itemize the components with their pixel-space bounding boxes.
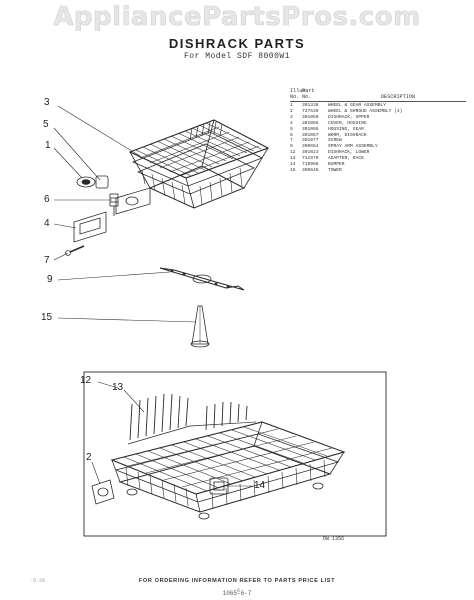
description-cell: BUMPER	[328, 162, 345, 168]
illus-no-cell: 14	[290, 162, 296, 168]
header-part: Part	[302, 88, 315, 94]
parts-table-row: 15 300648 TOWER	[290, 168, 468, 174]
model-subtitle: For Model SDF 8000W1	[183, 52, 290, 61]
upper-dishrack-drawing	[128, 119, 270, 209]
description-cell: SCREW	[328, 138, 342, 144]
callout-14: 14	[254, 480, 266, 491]
callout-3: 3	[44, 97, 50, 108]
parts-table-header-row-1: Illus. Part	[290, 88, 468, 94]
callout-4: 4	[44, 218, 50, 229]
header-description: DESCRIPTION	[380, 94, 416, 100]
parts-table-body: 1 301338 WHEEL & GEAR ASSEMBLY 2 727539 WHEEL…	[290, 103, 468, 174]
illus-no-cell: 4	[290, 120, 293, 126]
rack-tines-drawing	[127, 393, 257, 445]
page-number: 6	[237, 588, 241, 594]
illus-no-cell: 5	[290, 126, 293, 132]
parts-table-header-row-2: No. No. DESCRIPTION	[290, 94, 468, 100]
parts-table-row: 5 301065 HOUSING, GEAR	[290, 127, 468, 133]
spray-arm-drawing	[159, 267, 245, 291]
illus-no-cell: 3	[290, 114, 293, 120]
parts-table-row: 3 301050 DISHRACK, UPPER	[290, 115, 468, 121]
screw-drawing	[65, 245, 85, 256]
part-no-cell: 301065	[302, 126, 319, 132]
callout-15: 15	[41, 312, 53, 323]
description-cell: COVER, HOUSING	[328, 120, 367, 126]
worm-drawing	[109, 193, 119, 216]
description-cell: HOUSING, GEAR	[328, 126, 364, 132]
parts-table-row: 7 301077 SCREW	[290, 138, 468, 144]
illus-no-cell: 1	[290, 103, 293, 108]
part-no-cell: 727539	[302, 108, 319, 114]
parts-table-row: 12 301023 DISHRACK, LOWER	[290, 150, 468, 156]
lower-dishrack-drawing	[110, 393, 346, 520]
callout-5: 5	[43, 119, 49, 130]
parts-table-row: 4 301066 COVER, HOUSING	[290, 121, 468, 127]
part-no-cell: 301050	[302, 114, 319, 120]
callout-12: 12	[80, 375, 92, 386]
illus-no-cell: 7	[290, 138, 293, 144]
callout-leaders	[53, 105, 252, 487]
description-cell: WORM, DISHRACK	[328, 132, 367, 138]
description-cell: ADAPTER, RACK	[328, 156, 364, 162]
callout-7: 7	[44, 255, 50, 266]
callout-9: 9	[47, 274, 53, 285]
drawing-code: DW 1356	[323, 536, 345, 542]
ordering-footer: FOR ORDERING INFORMATION REFER TO PARTS …	[138, 578, 336, 584]
wheel-shroud-assembly-drawing	[91, 479, 115, 505]
illus-no-cell: 6	[290, 132, 293, 138]
housing-cover-drawing	[73, 211, 107, 243]
parts-table-row: 6 301067 WORM, DISHRACK	[290, 133, 468, 139]
part-no-cell: 300654	[302, 144, 319, 150]
callout-1: 1	[45, 140, 51, 151]
description-cell: DISHRACK, LOWER	[328, 150, 370, 156]
part-no-cell: 301067	[302, 132, 319, 138]
page-code: 1065-6-7	[222, 590, 252, 597]
callout-2: 2	[86, 452, 92, 463]
part-no-cell: 301023	[302, 150, 319, 156]
part-no-cell: 301066	[302, 120, 319, 126]
header-illus: Illus.	[290, 88, 309, 94]
page-title: DISHRACK PARTS	[168, 36, 306, 51]
parts-table-row: 13 711970 ADAPTER, RACK	[290, 156, 468, 162]
lower-rack-frame	[83, 371, 387, 537]
parts-table-row: 2 727539 WHEEL & SHROUD ASSEMBLY (4)	[290, 109, 468, 115]
illus-no-cell: 9	[290, 144, 293, 150]
illus-no-cell: 12	[290, 150, 296, 156]
callout-6: 6	[44, 194, 50, 205]
part-no-cell: 711970	[302, 156, 319, 162]
description-cell: WHEEL & SHROUD ASSEMBLY (4)	[328, 108, 403, 114]
parts-table-row: 9 300654 SPRAY ARM ASSEMBLY	[290, 144, 468, 150]
margin-note: ·5·3%	[30, 578, 46, 584]
illus-no-cell: 15	[290, 167, 296, 173]
header-illus-no: No.	[290, 94, 300, 100]
gear-housing-drawing	[115, 187, 151, 215]
parts-table-row: 14 719966 BUMPER	[290, 162, 468, 168]
part-no-cell: 300648	[302, 167, 319, 173]
site-watermark: AppliancePartsPros.com	[53, 2, 421, 33]
description-cell: SPRAY ARM ASSEMBLY	[328, 144, 378, 150]
header-rule	[290, 101, 466, 102]
parts-table-row: 1 301338 WHEEL & GEAR ASSEMBLY	[290, 103, 468, 109]
part-no-cell: 719966	[302, 162, 319, 168]
wheel-gear-assembly-drawing	[76, 175, 109, 189]
description-cell: DISHRACK, UPPER	[328, 114, 370, 120]
tower-drawing	[190, 305, 210, 348]
description-cell: WHEEL & GEAR ASSEMBLY	[328, 103, 386, 108]
callout-13: 13	[112, 382, 124, 393]
part-no-cell: 301338	[302, 103, 319, 108]
description-cell: TOWER	[328, 167, 342, 173]
illus-no-cell: 2	[290, 108, 293, 114]
header-part-no: No.	[302, 94, 312, 100]
illus-no-cell: 13	[290, 156, 296, 162]
part-no-cell: 301077	[302, 138, 319, 144]
